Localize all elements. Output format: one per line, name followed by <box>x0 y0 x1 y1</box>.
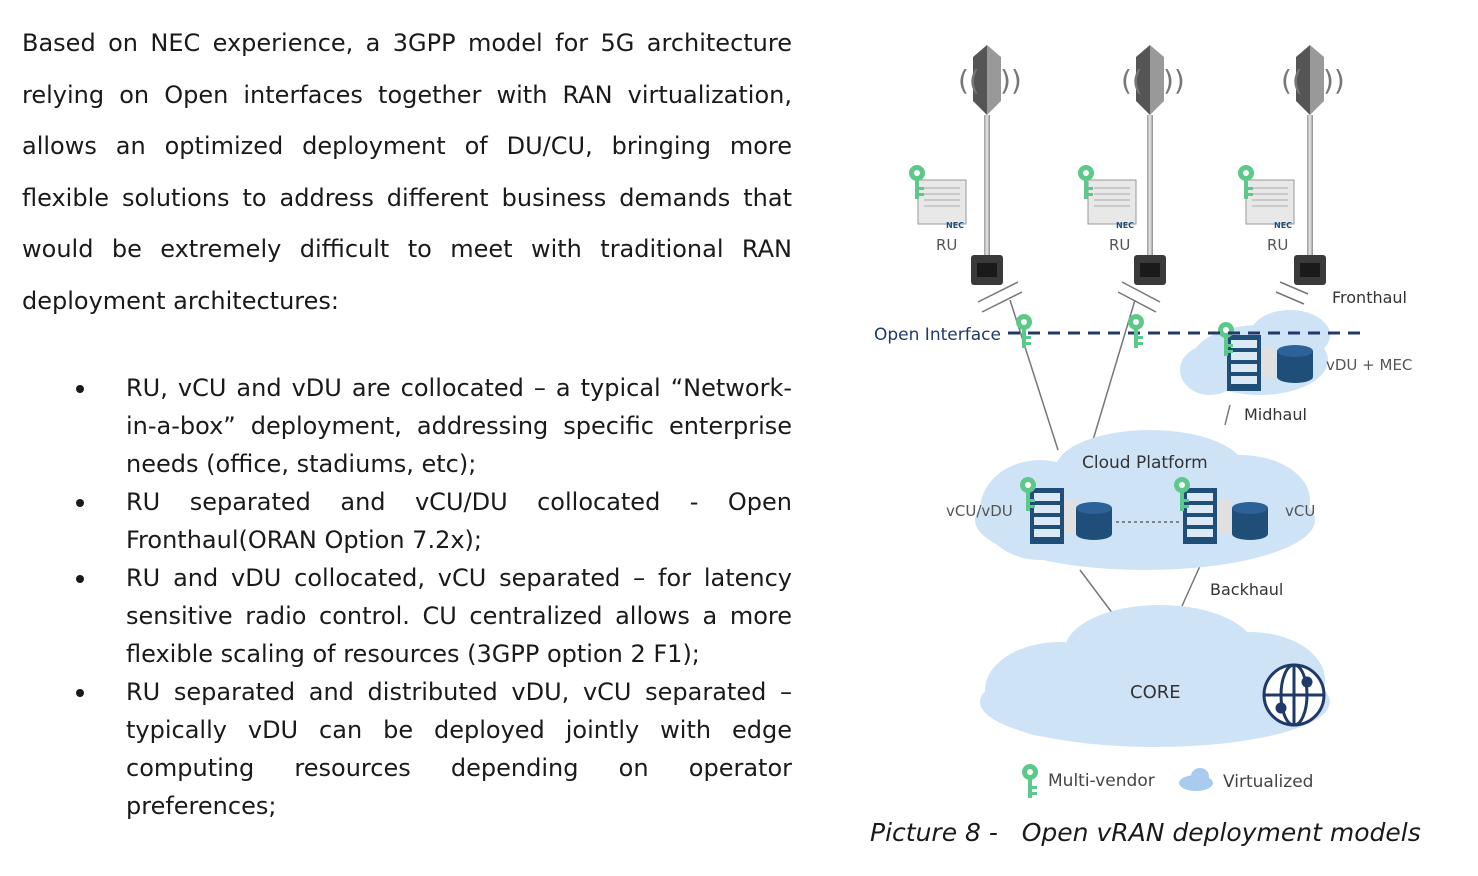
vcu-label: vCU <box>1285 502 1315 520</box>
globe-icon <box>1262 663 1326 727</box>
bullet-dot <box>76 689 84 697</box>
ru-label: RU <box>1267 236 1288 254</box>
fronthaul-label: Fronthaul <box>1332 288 1407 307</box>
backhaul-label: Backhaul <box>1210 580 1283 599</box>
bullet-dot <box>76 499 84 507</box>
core-label: CORE <box>1130 682 1181 703</box>
list-item: RU separated and distributed vDU, vCU se… <box>22 673 792 825</box>
list-item: RU and vDU collocated, vCU separated – f… <box>22 559 792 673</box>
list-item: RU, vCU and vDU are collocated – a typic… <box>22 369 792 483</box>
bullet-list: RU, vCU and vDU are collocated – a typic… <box>22 369 792 825</box>
legend-virtualized: Virtualized <box>1223 772 1313 792</box>
core-cloud: CORE <box>980 605 1330 747</box>
nec-label: NEC <box>946 221 964 230</box>
antenna-icon: (( )) <box>1281 45 1345 285</box>
cloud-icon <box>1179 768 1213 791</box>
bullet-dot <box>76 385 84 393</box>
svg-text:((: (( <box>958 64 980 97</box>
ru-unit: NEC RU <box>1087 179 1137 254</box>
midhaul-label: Midhaul <box>1244 405 1307 424</box>
open-interface-label: Open Interface <box>874 325 1001 345</box>
server-icon <box>1227 335 1261 391</box>
list-item: RU separated and vCU/DU collocated - Ope… <box>22 483 792 559</box>
svg-text:)): )) <box>1323 64 1345 97</box>
server-icon <box>1030 488 1064 544</box>
fronthaul-break-marks <box>977 281 1309 313</box>
key-icon <box>1016 314 1032 348</box>
antenna-icon: (( )) <box>1121 45 1185 285</box>
database-icon <box>1277 345 1313 383</box>
figure-caption: Picture 8 - Open vRAN deployment models <box>870 818 1421 847</box>
svg-text:)): )) <box>1000 64 1022 97</box>
legend-multivendor: Multi-vendor <box>1048 771 1155 791</box>
vran-diagram-svg: (( )) (( )) (( )) NEC RU NEC RU NEC RU <box>874 45 1412 798</box>
body-text: Based on NEC experience, a 3GPP model fo… <box>22 18 792 825</box>
ru-unit: NEC RU <box>917 179 967 254</box>
key-icon <box>1022 764 1038 798</box>
nec-label: NEC <box>1274 221 1292 230</box>
key-icon <box>1128 314 1144 348</box>
cloud-platform: Cloud Platform vCU/vDU vCU <box>946 430 1315 570</box>
server-icon <box>1183 488 1217 544</box>
ru-label: RU <box>1109 236 1130 254</box>
bullet-dot <box>76 575 84 583</box>
vdu-mec-label: vDU + MEC <box>1326 356 1412 374</box>
intro-paragraph: Based on NEC experience, a 3GPP model fo… <box>22 29 792 315</box>
svg-text:)): )) <box>1163 64 1185 97</box>
database-icon <box>1232 502 1268 540</box>
cloud-platform-label: Cloud Platform <box>1082 453 1208 473</box>
antenna-icon: (( )) <box>958 45 1022 285</box>
edge-cloud: vDU + MEC <box>1180 310 1412 395</box>
database-icon <box>1076 502 1112 540</box>
vcu-vdu-label: vCU/vDU <box>946 502 1013 520</box>
ru-label: RU <box>936 236 957 254</box>
nec-label: NEC <box>1116 221 1134 230</box>
vran-diagram: (( )) (( )) (( )) NEC RU NEC RU NEC RU <box>860 30 1460 810</box>
svg-text:((: (( <box>1281 64 1303 97</box>
svg-text:((: (( <box>1121 64 1143 97</box>
ru-unit: NEC RU <box>1245 179 1295 254</box>
